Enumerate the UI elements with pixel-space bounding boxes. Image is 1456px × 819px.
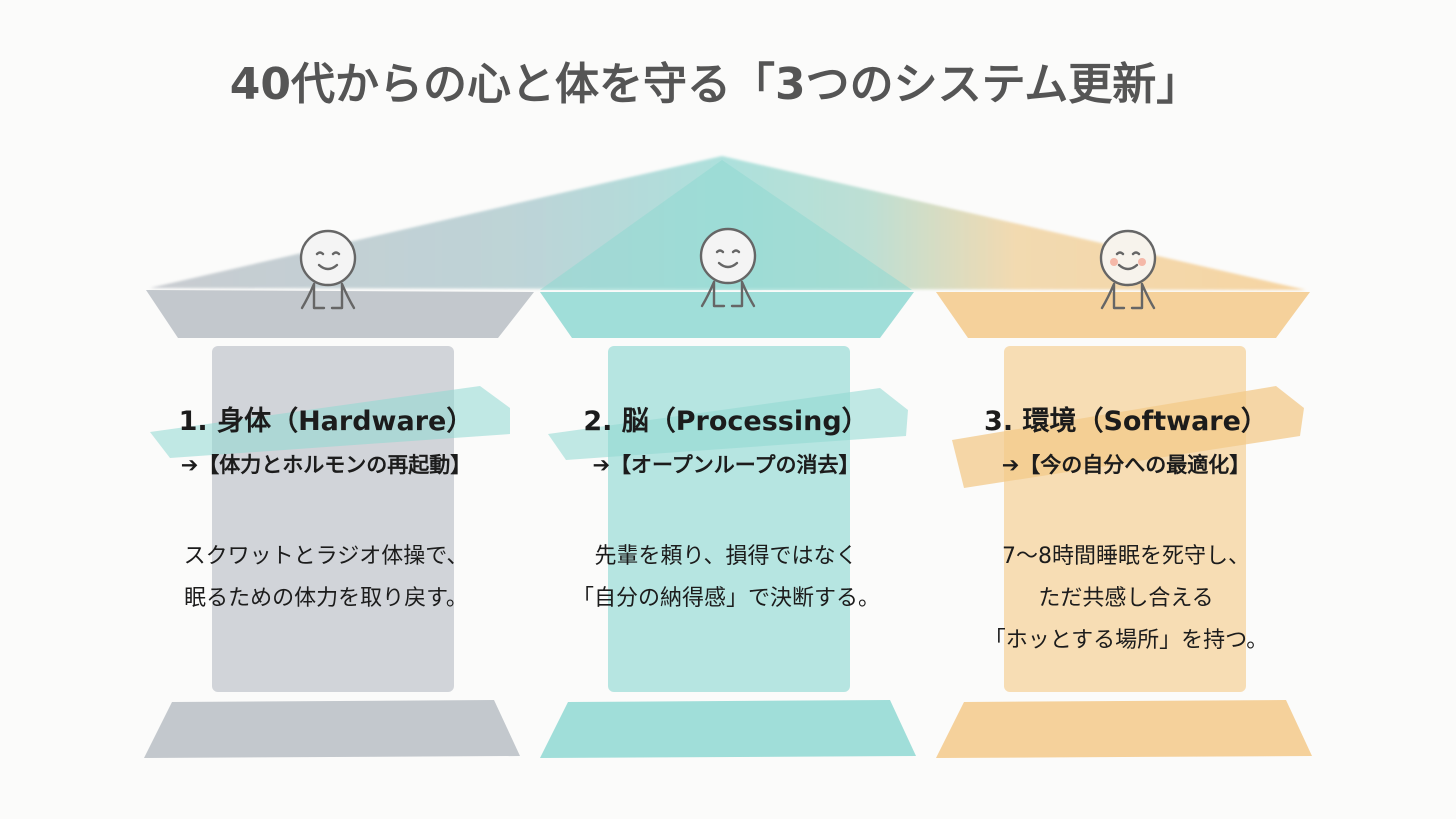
brush-stroke-2 xyxy=(548,388,908,460)
base-3 xyxy=(936,700,1312,758)
pillar-hardware: 1. 身体（Hardware） ➔【体力とホルモンの再起動】 スクワットとラジオ… xyxy=(116,400,536,620)
brush-stroke-3 xyxy=(952,386,1304,488)
capital-2 xyxy=(540,292,914,338)
pillar-description: スクワットとラジオ体操で、 眠るための体力を取り戻す。 xyxy=(116,536,536,620)
base-1 xyxy=(144,700,520,758)
capital-1 xyxy=(146,290,534,338)
pillar-heading: 1. 身体（Hardware） xyxy=(178,406,474,437)
description-line: 「自分の納得感」で決断する。 xyxy=(571,586,880,611)
roof-center-facet xyxy=(540,160,912,290)
page-title: 40代からの心と体を守る「3つのシステム更新」 xyxy=(229,59,1201,110)
pillar-subheading: ➔【体力とホルモンの再起動】 xyxy=(180,453,472,477)
capital-3 xyxy=(936,292,1310,338)
figure-icon xyxy=(699,227,757,308)
pillar-heading: 3. 環境（Software） xyxy=(984,406,1268,437)
pillar-subheading: ➔【オープンループの消去】 xyxy=(592,453,860,477)
brush-stroke-1 xyxy=(150,386,510,458)
description-line: 7〜8時間睡眠を死守し、 xyxy=(1002,544,1250,569)
figure-icon xyxy=(299,229,357,310)
pillar-subheading: ➔【今の自分への最適化】 xyxy=(1001,453,1251,477)
figure-icon xyxy=(1099,229,1157,310)
description-line: 「ホッとする場所」を持つ。 xyxy=(983,628,1269,653)
pillar-heading: 2. 脳（Processing） xyxy=(583,406,869,437)
pillar-description: 先輩を頼り、損得ではなく 「自分の納得感」で決断する。 xyxy=(516,536,936,620)
base-2 xyxy=(540,700,916,758)
pillar-processing: 2. 脳（Processing） ➔【オープンループの消去】 先輩を頼り、損得で… xyxy=(516,400,936,620)
pillar-software: 3. 環境（Software） ➔【今の自分への最適化】 7〜8時間睡眠を死守し… xyxy=(916,400,1336,662)
description-line: ただ共感し合える xyxy=(1038,586,1214,611)
description-line: 眠るための体力を取り戻す。 xyxy=(184,586,468,611)
description-line: スクワットとラジオ体操で、 xyxy=(183,544,469,569)
description-line: 先輩を頼り、損得ではなく xyxy=(594,544,858,569)
pillar-description: 7〜8時間睡眠を死守し、 ただ共感し合える 「ホッとする場所」を持つ。 xyxy=(916,536,1336,662)
